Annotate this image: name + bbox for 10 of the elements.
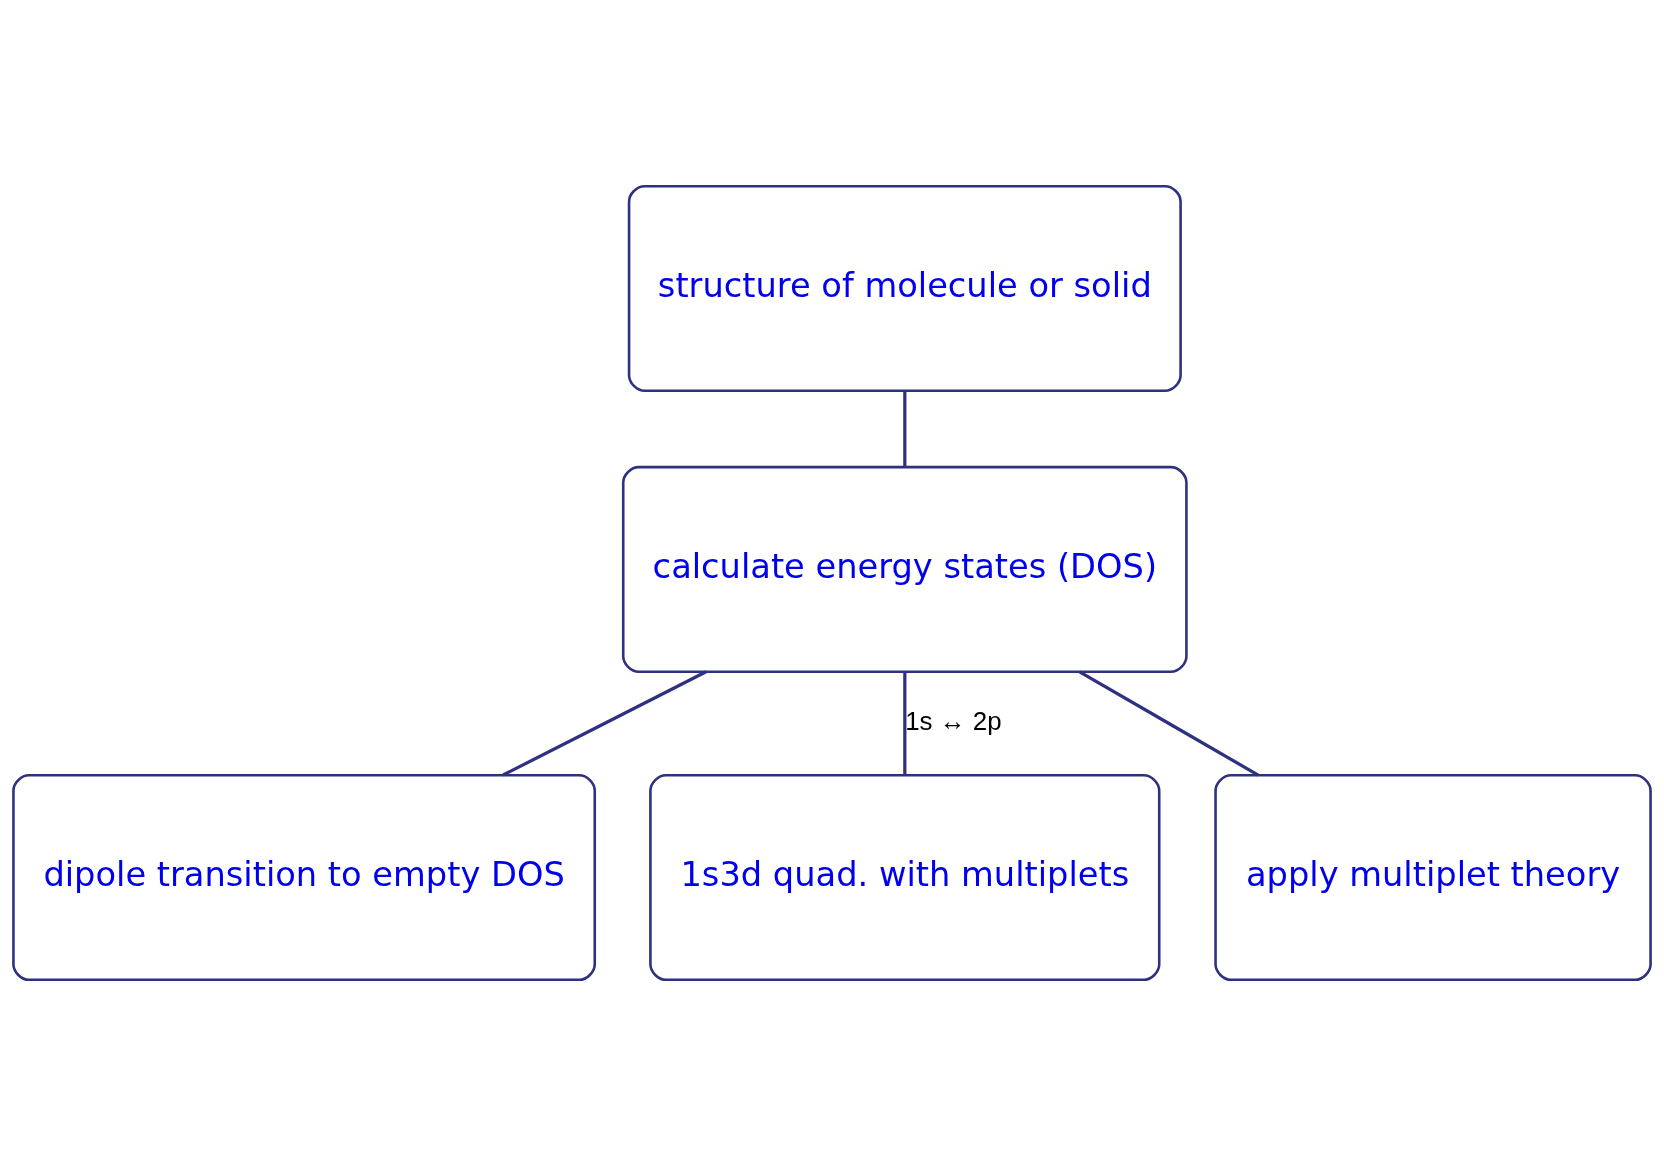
connector [903,390,907,467]
node-box: apply multiplet theory [1214,773,1652,981]
edge-label: 1s ↔ 2p [905,706,1002,735]
connector [502,669,707,776]
connector [903,671,907,775]
node-box: 1s3d quad. with multiplets [649,773,1161,981]
node-box: dipole transition to empty DOS [12,773,597,981]
node-box: structure of molecule or solid [627,184,1182,392]
node-box: calculate energy states (DOS) [621,465,1188,673]
connector [1078,669,1259,776]
